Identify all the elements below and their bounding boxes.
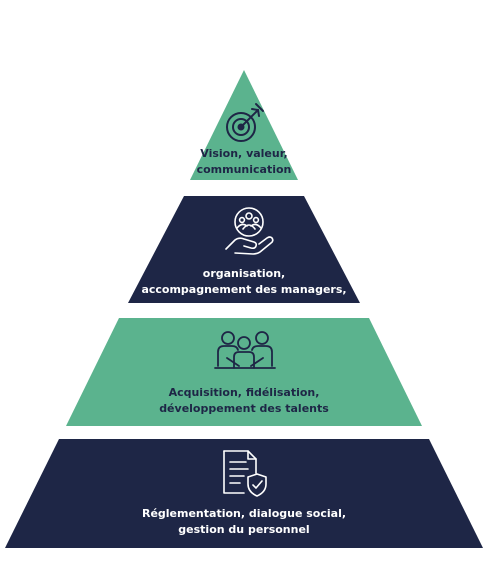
tier-base-label-line2: gestion du personnel bbox=[178, 523, 310, 536]
document-shield-icon bbox=[223, 450, 267, 497]
tier-second-label-line1: organisation, bbox=[202, 267, 286, 280]
tier-third-label-line2: développement des talents bbox=[159, 402, 329, 415]
tier-base-label: Réglementation, dialogue social, gestion… bbox=[0, 506, 488, 538]
target-icon bbox=[226, 103, 264, 142]
team-icon bbox=[214, 331, 276, 369]
tier-second-label-line2: accompagnement des managers, bbox=[141, 283, 347, 296]
tier-top-label-line1: Vision, valeur, bbox=[200, 147, 288, 160]
tier-third-shape bbox=[66, 318, 422, 426]
hand-group-icon bbox=[225, 207, 274, 255]
tier-second-shape bbox=[128, 196, 360, 303]
tier-top-label-line2: communication bbox=[196, 163, 292, 176]
tier-third-label: Acquisition, fidélisation, développement… bbox=[0, 385, 488, 417]
tier-top-label: Vision, valeur, communication bbox=[0, 146, 488, 178]
tier-second-label: organisation, accompagnement des manager… bbox=[0, 266, 488, 298]
tier-base-label-line1: Réglementation, dialogue social, bbox=[141, 507, 347, 520]
tier-third-label-line1: Acquisition, fidélisation, bbox=[168, 386, 320, 399]
